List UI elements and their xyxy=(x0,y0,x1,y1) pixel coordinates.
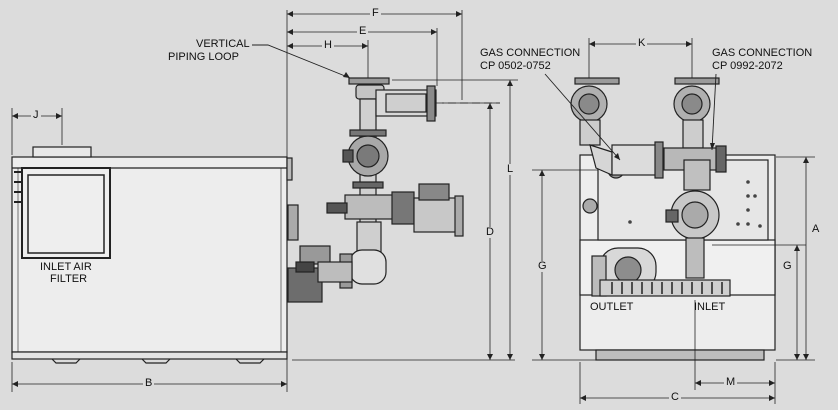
inlet-label: INLET xyxy=(694,301,726,313)
gas-train-piping xyxy=(570,77,727,279)
dimension-a-label: A xyxy=(810,223,822,235)
dimension-j-label: J xyxy=(31,109,41,121)
gas-connection-left-label-line2: CP 0502-0752 xyxy=(480,60,551,72)
dimension-b-label: B xyxy=(143,377,155,389)
vertical-piping-loop-label-line2: PIPING LOOP xyxy=(168,51,239,63)
dimension-arrowheads xyxy=(12,11,809,401)
vertical-piping-loop-label-line1: VERTICAL xyxy=(196,38,250,50)
dimension-g-left-label: G xyxy=(536,260,549,272)
dimension-e-label: E xyxy=(357,25,369,37)
gas-connection-left-label-line1: GAS CONNECTION xyxy=(480,47,581,59)
dimension-g-right-label: G xyxy=(781,260,794,272)
dimension-d-label: D xyxy=(484,226,496,238)
inlet-air-filter-label-line2: FILTER xyxy=(50,273,88,285)
gas-connection-right-label-line1: GAS CONNECTION xyxy=(712,47,813,59)
dimension-k-label: K xyxy=(636,37,648,49)
outlet-label: OUTLET xyxy=(590,301,634,313)
dimension-lines xyxy=(11,10,815,404)
inlet-air-filter xyxy=(14,167,111,259)
dimension-h-label: H xyxy=(322,39,334,51)
vertical-piping-loop xyxy=(287,77,500,303)
dimension-f-label: F xyxy=(370,7,381,19)
inlet-outlet-manifold xyxy=(591,247,731,297)
dimension-c-label: C xyxy=(669,391,681,403)
gas-connection-right-label-line2: CP 0992-2072 xyxy=(712,60,783,72)
dimension-m-label: M xyxy=(724,376,738,388)
leader-lines xyxy=(252,44,717,161)
dimension-l-label: L xyxy=(505,163,516,175)
inlet-air-filter-label-line1: INLET AIR xyxy=(40,261,92,273)
